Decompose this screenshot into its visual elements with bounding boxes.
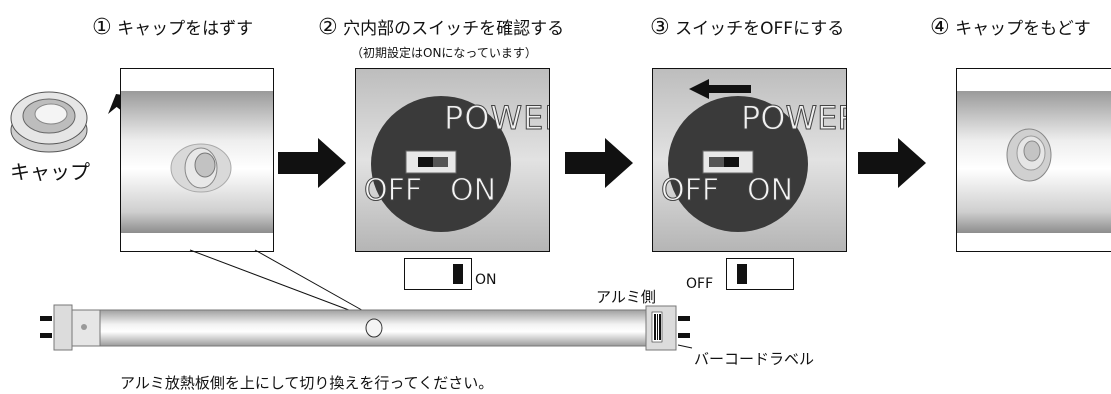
off-label: OFF <box>363 173 423 209</box>
on-label: ON <box>746 173 794 209</box>
on-label: ON <box>449 173 497 209</box>
step2-text: 穴内部のスイッチを確認する <box>343 19 565 39</box>
step4-text: キャップをもどす <box>955 19 1091 39</box>
panel-step2: POWER OFF ON <box>355 68 550 252</box>
step2-number: ② <box>318 15 338 40</box>
step1-title: ① キャップをはずす <box>92 14 253 40</box>
right-arrow-icon <box>565 138 633 188</box>
switch-closeup-on <box>356 69 549 251</box>
panel-step1 <box>120 68 274 252</box>
panel-step4 <box>956 68 1111 252</box>
cap-illustration <box>10 91 88 153</box>
switch-indicator-off <box>726 258 794 290</box>
led-tube-illustration <box>40 304 690 351</box>
right-arrow-icon <box>858 138 926 188</box>
off-label: OFF <box>660 173 720 209</box>
switch-closeup-off <box>653 69 846 251</box>
step2-note: （初期設定はONになっています） <box>351 46 537 60</box>
switch-off-label: OFF <box>686 276 714 292</box>
step3-number: ③ <box>650 15 670 40</box>
step1-number: ① <box>92 15 112 40</box>
tube-cap-restored-illustration <box>957 91 1111 233</box>
tube-with-cap-illustration <box>121 91 273 233</box>
switch-knob <box>453 264 463 284</box>
barcode-label: バーコードラベル <box>694 350 815 368</box>
right-arrow-icon <box>278 138 346 188</box>
slide-left-arrow-icon <box>689 79 751 99</box>
step3-title: ③ スイッチをOFFにする <box>650 14 844 40</box>
switch-knob <box>737 264 747 284</box>
switch-on-label: ON <box>475 272 497 288</box>
power-label: POWER <box>444 99 549 138</box>
step4-title: ④ キャップをもどす <box>930 14 1091 40</box>
instruction-text: アルミ放熱板側を上にして切り換えを行ってください。 <box>120 374 494 392</box>
step4-number: ④ <box>930 15 950 40</box>
panel-step3: POWER OFF ON <box>652 68 847 252</box>
power-label: POWER <box>741 99 846 138</box>
cap-label: キャップ <box>10 160 90 184</box>
step2-title: ② 穴内部のスイッチを確認する <box>318 14 564 40</box>
aluminum-side-label: アルミ側 <box>596 288 656 306</box>
switch-indicator-on <box>404 258 472 290</box>
step3-text: スイッチをOFFにする <box>675 19 845 39</box>
step1-text: キャップをはずす <box>117 19 254 39</box>
